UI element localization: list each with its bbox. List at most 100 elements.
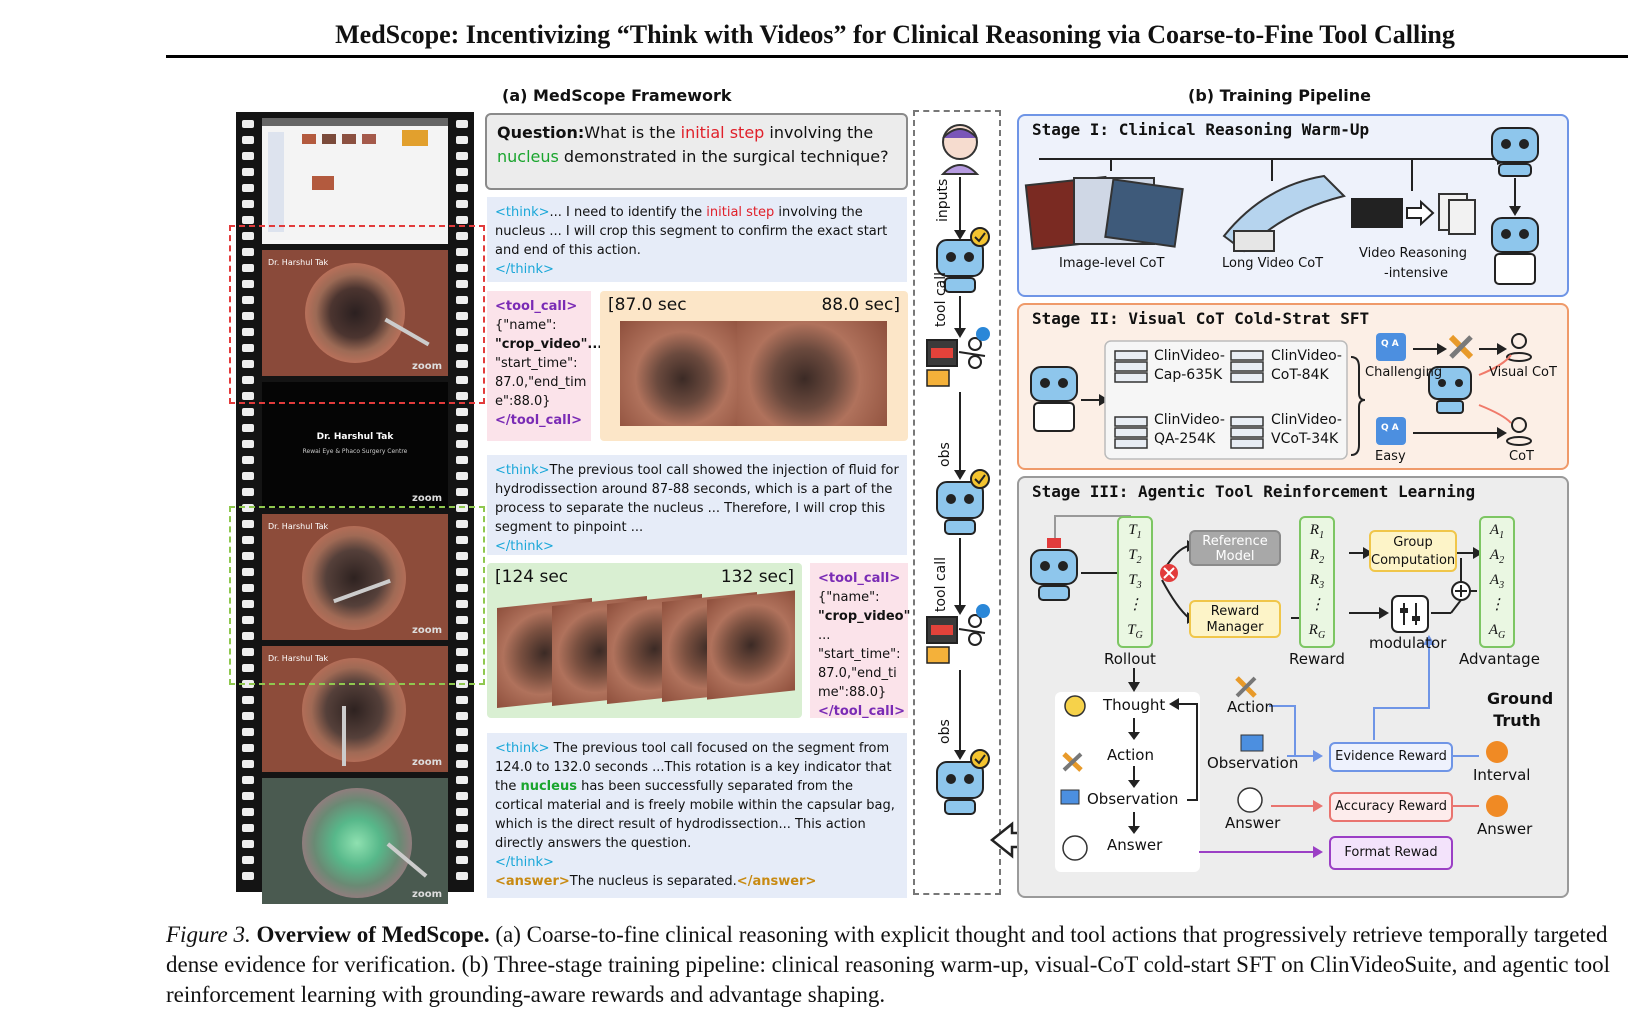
black-frame-subtitle: Rewai Eye & Phaco Surgery Centre bbox=[302, 448, 408, 455]
stage1-item-image-cot: Image-level CoT bbox=[1059, 256, 1165, 271]
reward-item: R2 bbox=[1309, 547, 1325, 566]
format-reward-box: Format Rewad bbox=[1329, 836, 1453, 870]
film-sprocket bbox=[242, 552, 254, 560]
stage2-title: Stage II: Visual CoT Cold-Strat SFT bbox=[1032, 309, 1370, 328]
question-label: Question: bbox=[497, 123, 585, 142]
film-sprocket bbox=[456, 872, 468, 880]
answer-close-tag: </answer> bbox=[736, 874, 817, 889]
stage2-robot-doctor bbox=[1030, 366, 1078, 432]
tool-call-line: ... bbox=[818, 628, 831, 643]
loop-thought: Thought bbox=[1103, 696, 1166, 714]
advantage-item: A2 bbox=[1489, 547, 1505, 566]
film-sprocket bbox=[242, 872, 254, 880]
film-sprocket bbox=[242, 840, 254, 848]
film-sprocket bbox=[456, 536, 468, 544]
question-text: involving the bbox=[764, 123, 874, 142]
film-sprocket bbox=[242, 760, 254, 768]
accuracy-reward-box: Accuracy Reward bbox=[1329, 792, 1453, 822]
figure-caption: Figure 3. Overview of MedScope. (a) Coar… bbox=[166, 920, 1636, 1010]
film-sprocket bbox=[456, 200, 468, 208]
film-sprocket bbox=[242, 856, 254, 864]
film-sprocket bbox=[456, 136, 468, 144]
mid-action-label: Action bbox=[1227, 698, 1274, 716]
reward-item: ⋮ bbox=[1309, 597, 1325, 613]
tool-call-line: me":88.0} bbox=[818, 685, 887, 700]
tool-call-line: 87.0,"end_tim bbox=[495, 375, 587, 390]
tool-call-open-tag: <tool_call> bbox=[818, 571, 901, 586]
film-sprocket bbox=[242, 504, 254, 512]
gt-interval-label: Interval bbox=[1473, 766, 1531, 784]
tool-call-open-tag: <tool_call> bbox=[495, 299, 578, 314]
flow-label-inputs: inputs bbox=[935, 178, 951, 222]
film-sprocket bbox=[456, 424, 468, 432]
stage1-robot-top bbox=[1491, 127, 1539, 177]
film-sprocket bbox=[456, 744, 468, 752]
think-close-tag: </think> bbox=[495, 855, 554, 870]
film-sprocket bbox=[242, 120, 254, 128]
film-sprocket bbox=[242, 136, 254, 144]
reward-manager-box: Reward Manager bbox=[1189, 600, 1281, 638]
question-highlight-nucleus: nucleus bbox=[497, 147, 559, 166]
film-zoom-label: zoom bbox=[412, 625, 442, 636]
flow-label-tool-call-1: tool call bbox=[933, 271, 949, 327]
film-sprocket bbox=[242, 632, 254, 640]
advantage-item: A3 bbox=[1489, 572, 1505, 591]
rollout-item: TG bbox=[1127, 622, 1143, 641]
film-sprocket bbox=[242, 792, 254, 800]
think-open-tag: <think> bbox=[495, 205, 550, 220]
film-sprocket bbox=[456, 232, 468, 240]
film-sprocket bbox=[456, 168, 468, 176]
film-sprocket bbox=[242, 200, 254, 208]
think-text: The previous tool call showed the inject… bbox=[495, 463, 899, 535]
film-sprocket bbox=[456, 408, 468, 416]
rollout-item: T2 bbox=[1128, 547, 1142, 566]
film-sprocket bbox=[242, 744, 254, 752]
label-cot: CoT bbox=[1509, 449, 1534, 464]
film-sprocket bbox=[242, 776, 254, 784]
film-sprocket bbox=[242, 280, 254, 288]
stage3-title: Stage III: Agentic Tool Reinforcement Le… bbox=[1032, 482, 1476, 501]
tool-call-line: 87.0,"end_ti bbox=[818, 666, 897, 681]
think-open-tag: <think> bbox=[495, 463, 550, 478]
rollout-item: T1 bbox=[1128, 522, 1142, 541]
film-sprocket bbox=[242, 456, 254, 464]
mid-observation-label: Observation bbox=[1207, 754, 1299, 772]
gt-answer-label: Answer bbox=[1477, 820, 1533, 838]
film-sprocket bbox=[242, 296, 254, 304]
panel-b-label: (b) Training Pipeline bbox=[1188, 86, 1371, 105]
film-zoom-label: zoom bbox=[412, 493, 442, 504]
film-sprocket bbox=[456, 808, 468, 816]
film-sprocket bbox=[456, 184, 468, 192]
film-sprocket bbox=[456, 280, 468, 288]
qa-icon-label: Q A bbox=[1381, 339, 1399, 349]
think-text: has been successfully separated from the… bbox=[495, 779, 895, 851]
think-close-tag: </think> bbox=[495, 539, 554, 554]
film-sprocket bbox=[242, 440, 254, 448]
clip-end-time: 88.0 sec] bbox=[821, 295, 900, 315]
film-sprocket bbox=[456, 600, 468, 608]
film-sprocket bbox=[456, 216, 468, 224]
red-highlight-box bbox=[229, 225, 485, 404]
film-sprocket bbox=[456, 568, 468, 576]
film-frame-surgery-1: Dr. Harshul Tak zoom bbox=[262, 250, 448, 376]
film-sprocket bbox=[456, 712, 468, 720]
film-sprocket bbox=[242, 184, 254, 192]
stage2-box: Stage II: Visual CoT Cold-Strat SFT bbox=[1017, 303, 1569, 470]
film-sprocket bbox=[242, 376, 254, 384]
think-text: involving the nucleus ... I will crop th… bbox=[495, 205, 888, 258]
tool-call-line: e":88.0} bbox=[495, 394, 551, 409]
film-zoom-label: zoom bbox=[412, 361, 442, 372]
stage3-box: Stage III: Agentic Tool Reinforcement Le… bbox=[1017, 476, 1569, 898]
ground-truth-label: Ground Truth bbox=[1487, 689, 1554, 730]
agent-flow-graphic bbox=[926, 124, 990, 815]
reward-label: Reward bbox=[1289, 650, 1345, 668]
reward-item: R3 bbox=[1309, 572, 1325, 591]
rollout-label: Rollout bbox=[1104, 650, 1156, 668]
film-sprocket bbox=[456, 616, 468, 624]
film-sprocket bbox=[242, 344, 254, 352]
tool-call-block-2: <tool_call> {"name": "crop_video" ... "s… bbox=[810, 563, 910, 719]
tool-call-line: "crop_video"... bbox=[495, 337, 603, 352]
film-sprocket bbox=[456, 520, 468, 528]
